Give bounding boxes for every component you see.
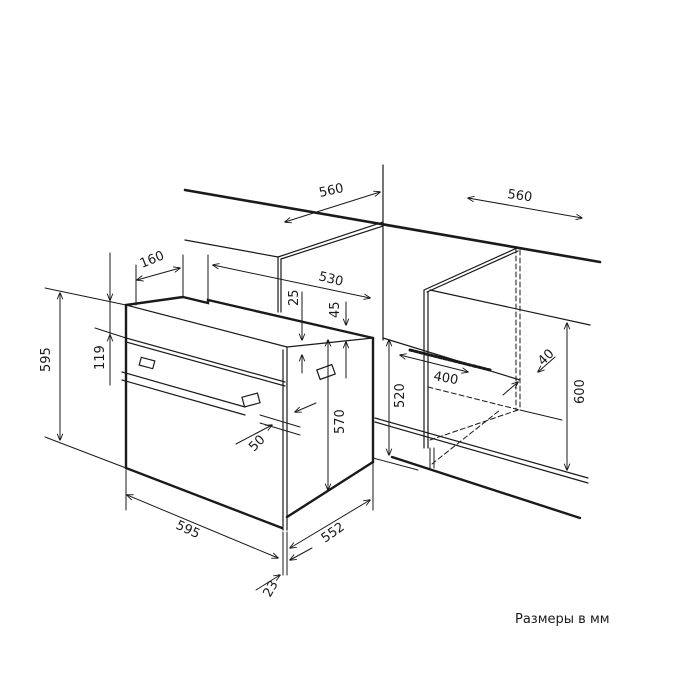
label-45: 45 [328,301,343,318]
label-595-height: 595 [39,347,54,372]
label-50: 50 [246,433,268,455]
units-caption: Размеры в мм [515,612,610,627]
label-23: 23 [260,578,281,600]
label-595-width: 595 [173,518,202,542]
label-560-right: 560 [506,187,533,205]
label-552: 552 [319,520,348,547]
label-530: 530 [317,269,345,290]
label-25: 25 [287,289,302,306]
label-570: 570 [333,409,348,434]
small-dimension-arrows [110,252,556,591]
right-cabinet-niche [372,247,591,520]
label-600: 600 [573,379,588,404]
oven-handle [121,356,261,416]
label-160: 160 [138,249,167,272]
label-400: 400 [432,369,459,388]
label-560-left: 560 [318,181,345,201]
dimension-labels: 560 560 160 530 25 45 119 595 50 570 595… [39,181,588,600]
label-520: 520 [393,383,408,408]
label-40: 40 [535,347,557,369]
dimension-arrows [60,192,582,558]
label-119: 119 [93,345,108,370]
